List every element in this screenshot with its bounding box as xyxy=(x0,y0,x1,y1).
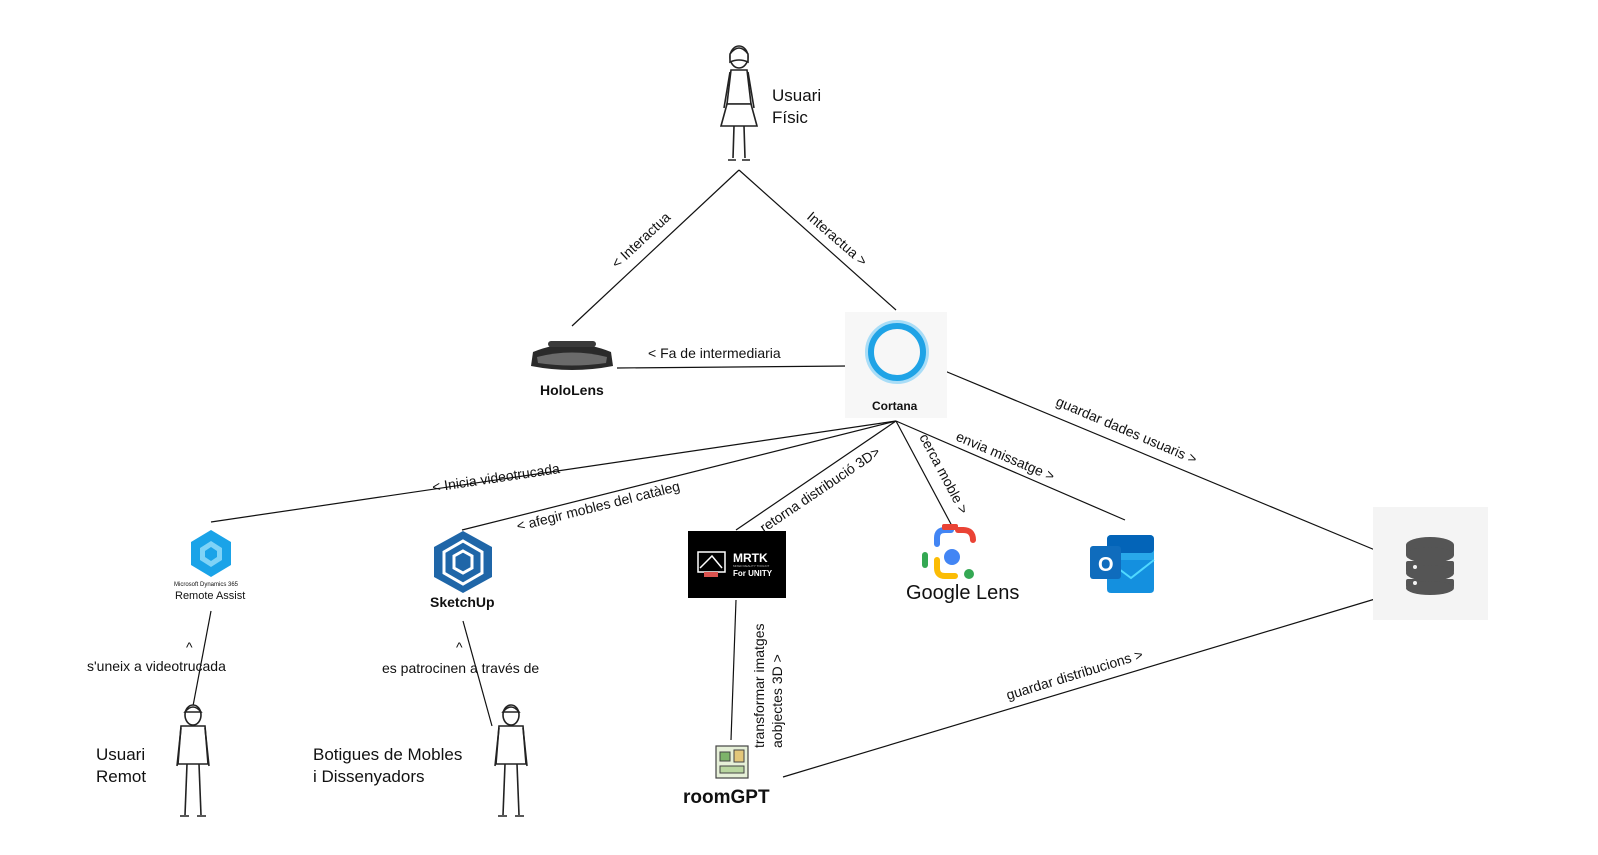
edge-remote-user xyxy=(192,610,212,707)
label-uneix-caret: ^ xyxy=(186,639,193,655)
google-lens-node: Google Lens xyxy=(906,524,1019,604)
edge-mrtk-roomgpt xyxy=(730,599,737,741)
label-uneix: s'uneix a videotrucada xyxy=(87,658,226,674)
label-envia-missatge: envia missatge > xyxy=(954,428,1057,484)
remote-assist-node: Microsoft Dynamics 365 Remote Assist xyxy=(174,530,245,602)
label-transformar-2: aobjectes 3D > xyxy=(769,654,785,748)
mrtk-icon xyxy=(697,551,726,577)
outlook-node: O xyxy=(1090,535,1155,593)
edge-user-hololens xyxy=(571,169,740,327)
roomgpt-node: roomGPT xyxy=(683,745,770,808)
mrtk-sub2-label: For UNITY xyxy=(733,569,773,578)
label-patrocinen-caret: ^ xyxy=(456,639,463,655)
edge-sketchup-botigues xyxy=(462,620,493,727)
cortana-node: Cortana xyxy=(845,312,947,418)
remote-assist-small-label: Microsoft Dynamics 365 xyxy=(174,582,239,588)
edge-cortana-hololens xyxy=(616,365,849,369)
remote-assist-icon xyxy=(191,530,231,577)
usuari-remot-label-1: Usuari xyxy=(96,745,145,764)
usuari-remot-label-2: Remot xyxy=(96,767,146,786)
cortana-tile xyxy=(845,312,947,418)
label-fa-intermediaria: < Fa de intermediaria xyxy=(648,345,781,361)
edge-cortana-outlook xyxy=(895,420,1126,521)
edge-user-cortana xyxy=(738,169,897,311)
usuari-fisic-label-2: Físic xyxy=(772,108,808,127)
edge-labels: < Interactua Interactua > < Fa de interm… xyxy=(87,208,1199,748)
label-interactua-right: Interactua > xyxy=(804,208,871,269)
google-lens-label: Google Lens xyxy=(906,582,1019,604)
botigues-label-2: i Dissenyadors xyxy=(313,767,425,786)
sketchup-label: SketchUp xyxy=(430,594,495,610)
roomgpt-label: roomGPT xyxy=(683,787,770,808)
cortana-icon xyxy=(865,320,929,384)
usuari-remot-figure xyxy=(176,704,210,817)
outlook-icon xyxy=(1090,535,1155,593)
mrtk-sub1-label: MIXED REALITY TOOLKIT xyxy=(733,564,770,568)
label-inicia-videotrucada: < Inicia videotrucada xyxy=(431,460,561,495)
usuari-fisic-figure xyxy=(719,45,759,161)
mrtk-label: MRTK xyxy=(733,551,768,565)
database-node xyxy=(1373,507,1488,620)
mrtk-node: MRTK MIXED REALITY TOOLKIT For UNITY xyxy=(688,531,786,598)
cortana-label: Cortana xyxy=(872,399,918,413)
edge-roomgpt-database xyxy=(782,592,1396,778)
botigues-label-1: Botigues de Mobles xyxy=(313,745,462,764)
database-icon xyxy=(1406,537,1454,595)
sketchup-icon xyxy=(434,531,492,593)
botigues-figure xyxy=(494,704,528,817)
roomgpt-icon xyxy=(715,745,749,779)
edge-cortana-google-lens xyxy=(895,420,953,527)
edge-cortana-remote-assist xyxy=(210,420,897,523)
remote-assist-label: Remote Assist xyxy=(175,590,245,602)
edge-cortana-database xyxy=(939,368,1376,551)
edge-cortana-sketchup xyxy=(461,420,897,531)
label-transformar-1: transformar imatges xyxy=(751,624,767,748)
hololens-label: HoloLens xyxy=(540,382,604,398)
usuari-fisic-label-1: Usuari xyxy=(772,86,821,105)
label-patrocinen: es patrocinen a través de xyxy=(382,660,539,676)
hololens-node: HoloLens xyxy=(531,341,613,398)
edges xyxy=(192,169,1396,778)
sketchup-node: SketchUp xyxy=(430,531,495,610)
edge-cortana-mrtk xyxy=(735,420,897,531)
label-guardar-dades: guardar dades usuaris > xyxy=(1054,393,1200,467)
label-afegir-mobles: < afegir mobles del catàleg xyxy=(515,478,682,534)
hololens-icon xyxy=(531,341,613,370)
google-lens-icon xyxy=(922,524,976,579)
label-retorna-distribucio: retorna distribució 3D> xyxy=(757,443,883,535)
outlook-letter: O xyxy=(1098,554,1114,576)
